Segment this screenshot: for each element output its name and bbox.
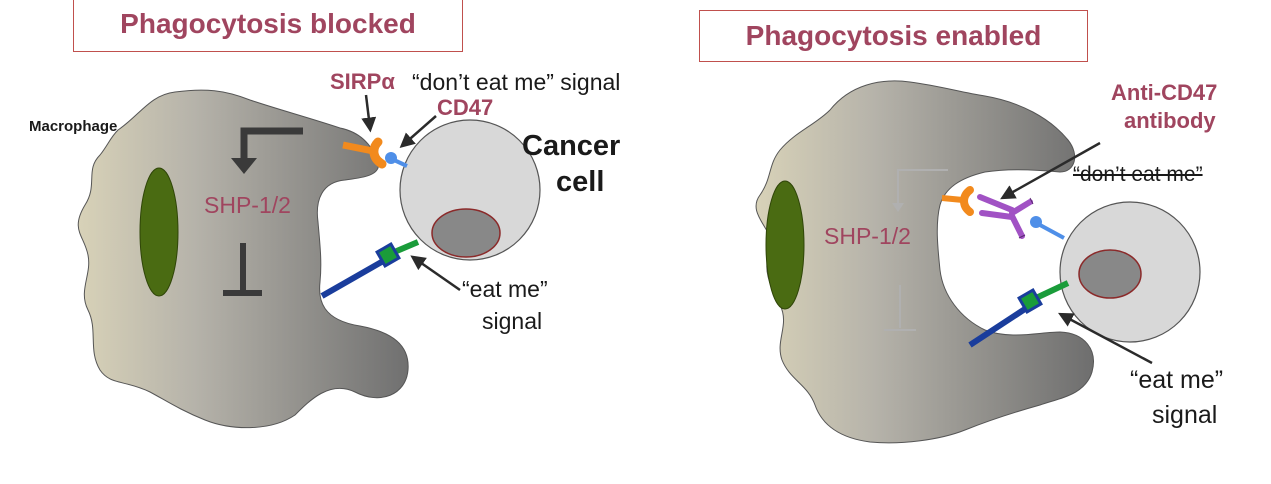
eat-me-label-right-line1: “eat me”: [1130, 366, 1224, 394]
right-panel: [755, 80, 1201, 444]
cd47-label-left: CD47: [437, 95, 494, 120]
sirpa-stem-left: [342, 141, 374, 155]
nucleus-right: [765, 180, 805, 310]
eat-me-pointer-arrow-right: [1058, 312, 1153, 365]
eat-me-label-right-line2: signal: [1152, 401, 1218, 429]
shp-label-left: SHP-1/2: [204, 192, 291, 218]
dont-eat-me-label: “don’t eat me” signal: [412, 69, 621, 95]
cancer-cell-label-line2: cell: [556, 166, 605, 198]
cd47-pointer-arrow: [399, 115, 437, 148]
sirpa-stem-right: [941, 195, 964, 203]
cd47-stem-right: [1039, 223, 1065, 240]
eat-me-label-left-line1: “eat me”: [462, 276, 548, 302]
sirpa-cup-left: [369, 137, 387, 169]
left-panel: [77, 89, 541, 429]
cancer-nucleus-left: [431, 208, 501, 258]
activation-arrowhead-left: [231, 158, 257, 174]
activation-arrow-faded: [897, 169, 948, 205]
macrophage-cell-right: [755, 80, 1094, 444]
left-title-text: Phagocytosis blocked: [120, 8, 416, 39]
eat-me-receptor-left: [320, 257, 387, 299]
activation-arrowhead-faded: [892, 203, 904, 212]
sirpa-label: SIRPα: [330, 69, 395, 94]
antibody-label-line2: antibody: [1124, 108, 1216, 133]
eat-me-label-left-line2: signal: [482, 308, 543, 334]
antibody-outline: [1018, 197, 1034, 239]
cancer-cell-label-line1: Cancer: [522, 130, 621, 162]
dont-eat-me-struck-label: “don’t eat me”: [1073, 163, 1203, 186]
shp-label-right: SHP-1/2: [824, 223, 911, 249]
right-title-text: Phagocytosis enabled: [745, 20, 1042, 51]
cancer-nucleus-right: [1078, 249, 1142, 299]
sirpa-pointer-arrow: [361, 94, 377, 133]
eat-me-receptor-right: [968, 304, 1030, 348]
nucleus-left: [139, 167, 179, 297]
antibody-pointer-arrow: [1000, 141, 1101, 200]
sirpa-cup-right: [960, 186, 974, 216]
activation-arrow-left: [240, 127, 303, 160]
eat-me-pointer-arrow-left: [410, 255, 461, 292]
cd47-stem-left: [393, 158, 408, 168]
anti-cd47-antibody: [977, 194, 1033, 239]
eat-me-ligand-right: [1034, 280, 1070, 301]
macrophage-label: Macrophage: [29, 118, 118, 135]
eat-me-complex-right: [1017, 288, 1043, 314]
antibody-label-line1: Anti-CD47: [1111, 80, 1218, 105]
eat-me-complex-left: [375, 242, 401, 268]
cd47-head-right: [1030, 216, 1042, 228]
left-panel-title: Phagocytosis blocked: [73, 0, 463, 52]
right-panel-title: Phagocytosis enabled: [699, 10, 1088, 62]
